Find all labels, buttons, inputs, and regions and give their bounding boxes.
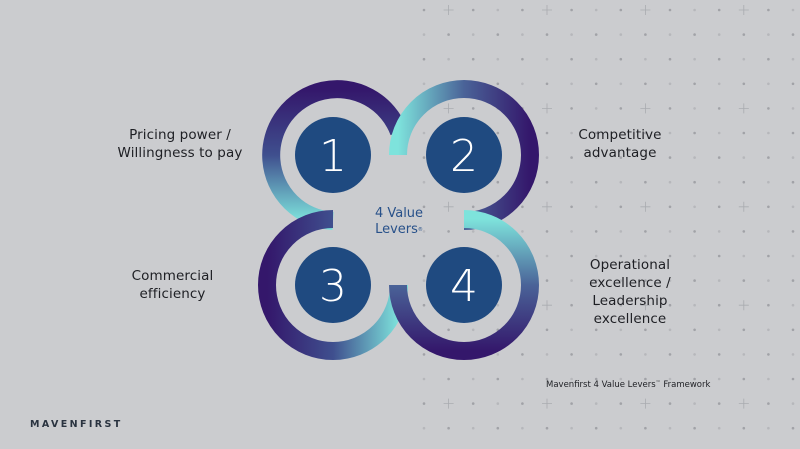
center-label: 4 Value Levers® xyxy=(349,206,449,238)
brand-logo: MAVENFIRST xyxy=(30,419,123,430)
framework-caption: Mavenfirst 4 Value Levers™ Framework xyxy=(546,380,711,390)
lever-number-2: 2 xyxy=(450,131,478,182)
lever-number-4: 4 xyxy=(450,261,478,312)
ring-2 xyxy=(389,80,539,230)
lever-label-4: Operational excellence / Leadership exce… xyxy=(589,257,671,327)
lever-disc-4 xyxy=(426,247,502,323)
ring-3 xyxy=(258,210,408,360)
lever-label-2: Competitive advantage xyxy=(578,127,662,161)
lever-disc-1 xyxy=(295,117,371,193)
trademark-mark: ™ xyxy=(655,380,661,386)
lever-number-3: 3 xyxy=(319,261,347,312)
lever-number-1: 1 xyxy=(319,131,347,182)
lever-label-1: Pricing power / Willingness to pay xyxy=(117,127,243,161)
center-label-line1: 4 Value xyxy=(374,206,424,221)
lever-disc-3 xyxy=(295,247,371,323)
ring-4 xyxy=(389,210,539,360)
center-label-line2: Levers® xyxy=(375,222,423,237)
lever-disc-2 xyxy=(426,117,502,193)
registered-mark: ® xyxy=(417,227,423,233)
lever-label-3: Commercial efficiency xyxy=(131,268,214,302)
ring-1 xyxy=(262,80,408,230)
